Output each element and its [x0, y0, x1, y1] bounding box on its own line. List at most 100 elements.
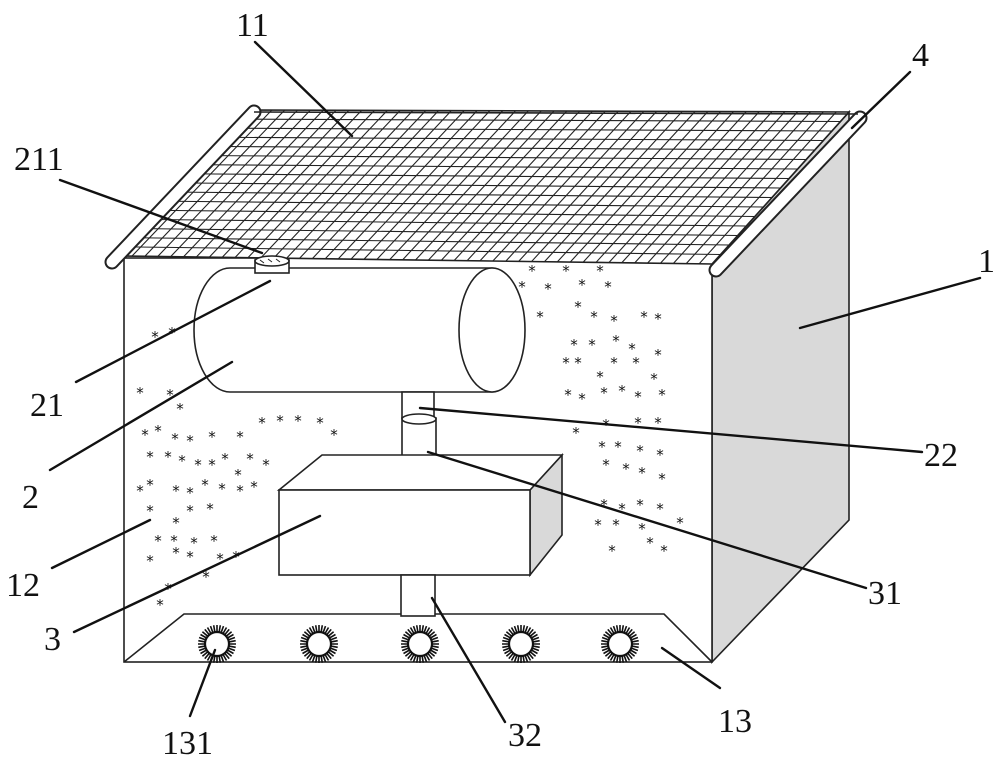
asterisk-icon: *: [156, 596, 164, 614]
asterisk-icon: *: [216, 550, 224, 568]
asterisk-icon: *: [614, 438, 622, 456]
asterisk-icon: *: [164, 448, 172, 466]
asterisk-icon: *: [578, 390, 586, 408]
asterisk-icon: *: [141, 426, 149, 444]
asterisk-icon: *: [638, 464, 646, 482]
asterisk-icon: *: [186, 432, 194, 450]
asterisk-icon: *: [250, 478, 258, 496]
asterisk-icon: *: [654, 346, 662, 364]
asterisk-icon: *: [294, 412, 302, 430]
asterisk-icon: *: [654, 414, 662, 432]
asterisk-icon: *: [628, 340, 636, 358]
asterisk-icon: *: [658, 470, 666, 488]
asterisk-icon: *: [151, 328, 159, 346]
asterisk-icon: *: [622, 460, 630, 478]
connecting-pipes: [401, 391, 437, 459]
asterisk-icon: *: [146, 552, 154, 570]
asterisk-icon: *: [578, 276, 586, 294]
asterisk-icon: *: [598, 438, 606, 456]
asterisk-icon: *: [636, 496, 644, 514]
asterisk-icon: *: [564, 386, 572, 404]
asterisk-icon: *: [146, 448, 154, 466]
asterisk-icon: *: [588, 336, 596, 354]
label-31: 31: [868, 575, 902, 612]
label-3: 3: [44, 621, 61, 658]
asterisk-icon: *: [206, 500, 214, 518]
spiky-ring-icon: [502, 625, 540, 663]
asterisk-icon: *: [201, 476, 209, 494]
asterisk-icon: *: [330, 426, 338, 444]
asterisk-icon: *: [208, 428, 216, 446]
asterisk-icon: *: [634, 414, 642, 432]
asterisk-icon: *: [172, 544, 180, 562]
asterisk-icon: *: [190, 534, 198, 552]
tank-valve: [254, 255, 290, 274]
asterisk-icon: *: [236, 482, 244, 500]
asterisk-icon: *: [574, 298, 582, 316]
label-1: 1: [978, 243, 995, 280]
control-block: [276, 452, 564, 578]
asterisk-icon: *: [650, 370, 658, 388]
asterisk-icon: *: [172, 514, 180, 532]
asterisk-icon: *: [590, 308, 598, 326]
asterisk-icon: *: [600, 384, 608, 402]
asterisk-icon: *: [518, 278, 526, 296]
asterisk-icon: *: [208, 456, 216, 474]
asterisk-icon: *: [656, 500, 664, 518]
asterisk-icon: *: [528, 262, 536, 280]
asterisk-icon: *: [136, 482, 144, 500]
asterisk-icon: *: [154, 532, 162, 550]
asterisk-icon: *: [172, 482, 180, 500]
label-2: 2: [22, 479, 39, 516]
asterisk-icon: *: [258, 414, 266, 432]
label-22: 22: [924, 437, 958, 474]
asterisk-icon: *: [276, 412, 284, 430]
asterisk-icon: *: [562, 262, 570, 280]
label-211: 211: [14, 141, 64, 178]
asterisk-icon: *: [654, 310, 662, 328]
asterisk-icon: *: [146, 476, 154, 494]
asterisk-icon: *: [636, 442, 644, 460]
label-13: 13: [718, 703, 752, 740]
asterisk-icon: *: [618, 382, 626, 400]
label-12: 12: [6, 567, 40, 604]
asterisk-icon: *: [570, 336, 578, 354]
asterisk-icon: *: [632, 354, 640, 372]
asterisk-icon: *: [234, 466, 242, 484]
asterisk-icon: *: [608, 542, 616, 560]
asterisk-icon: *: [186, 548, 194, 566]
spiky-ring-icon: [198, 625, 236, 663]
asterisk-icon: *: [136, 384, 144, 402]
asterisk-icon: *: [221, 450, 229, 468]
asterisk-icon: *: [572, 424, 580, 442]
asterisk-icon: *: [638, 520, 646, 538]
spiky-ring-icon: [601, 625, 639, 663]
label-21: 21: [30, 387, 64, 424]
asterisk-icon: *: [186, 502, 194, 520]
asterisk-icon: *: [660, 542, 668, 560]
asterisk-icon: *: [658, 386, 666, 404]
asterisk-icon: *: [262, 456, 270, 474]
asterisk-icon: *: [602, 456, 610, 474]
asterisk-icon: *: [171, 430, 179, 448]
asterisk-icon: *: [656, 446, 664, 464]
asterisk-icon: *: [600, 496, 608, 514]
asterisk-icon: *: [536, 308, 544, 326]
asterisk-icon: *: [646, 534, 654, 552]
leader-lines: [48, 40, 982, 724]
asterisk-icon: *: [210, 532, 218, 550]
asterisk-icon: *: [612, 516, 620, 534]
asterisk-icon: *: [562, 354, 570, 372]
asterisk-icon: *: [604, 278, 612, 296]
asterisk-icon: *: [166, 386, 174, 404]
asterisk-icon: *: [544, 280, 552, 298]
asterisk-icon: *: [610, 354, 618, 372]
particle-field: ****************************************…: [136, 262, 684, 614]
spiky-ring-icon: [300, 625, 338, 663]
asterisk-icon: *: [170, 532, 178, 550]
heater-row: [198, 625, 639, 663]
asterisk-icon: *: [676, 514, 684, 532]
spiky-ring-icon: [401, 625, 439, 663]
asterisk-icon: *: [218, 480, 226, 498]
